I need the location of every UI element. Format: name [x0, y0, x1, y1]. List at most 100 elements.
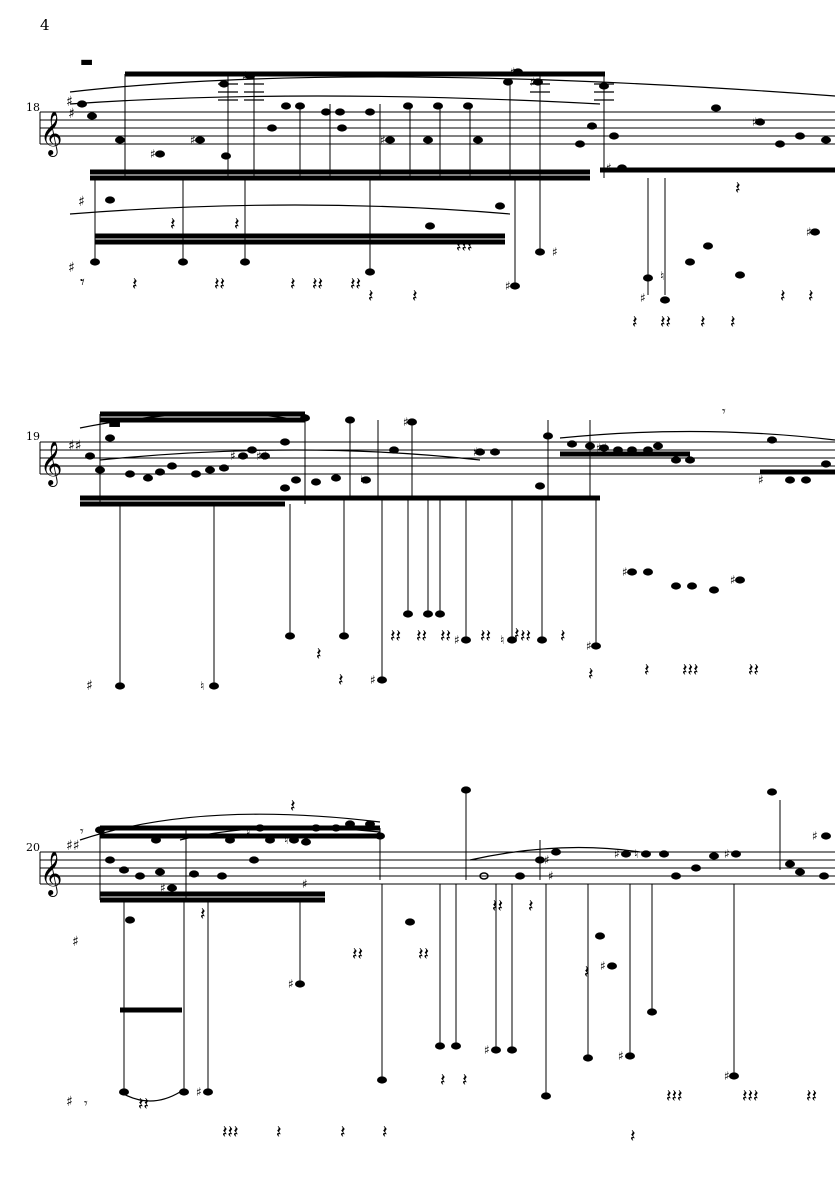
sharp-icon: ♯ — [758, 473, 764, 487]
svg-text:𝄽: 𝄽 — [234, 214, 240, 235]
svg-text:𝄽𝄽: 𝄽𝄽 — [390, 626, 401, 647]
staff-lines — [40, 441, 835, 475]
measure-number: 20 — [26, 841, 40, 854]
svg-text:𝄽: 𝄽 — [338, 670, 344, 691]
svg-text:𝄽: 𝄽 — [368, 286, 374, 307]
treble-clef-icon: 𝄞 — [40, 441, 62, 487]
svg-text:𝄽𝄽: 𝄽𝄽 — [418, 944, 429, 965]
sharp-icon: ♯ — [552, 245, 558, 259]
slur — [559, 430, 835, 441]
svg-text:𝄽: 𝄽 — [584, 962, 590, 983]
svg-text:𝄽𝄽: 𝄽𝄽 — [138, 1094, 149, 1115]
sharp-icon: ♯ — [78, 194, 85, 210]
natural-icon: ♮ — [660, 269, 664, 283]
sharp-icon: ♯ — [510, 65, 516, 79]
slur — [79, 813, 381, 841]
natural-icon: ♮ — [500, 633, 504, 647]
svg-text:𝄽𝄽: 𝄽𝄽 — [806, 1086, 817, 1107]
score-system: 𝄞 — [39, 786, 835, 1147]
svg-text:𝄽: 𝄽 — [528, 896, 534, 917]
sharp-icon: ♯ — [812, 829, 818, 843]
sharp-icon: ♯ — [302, 877, 308, 891]
slur — [69, 95, 601, 105]
key-signature-sharp-icon: ♯ — [68, 106, 75, 122]
sharp-icon: ♯ — [190, 133, 196, 147]
staff-lines — [40, 851, 835, 885]
treble-clef-icon: 𝄞 — [40, 851, 62, 897]
svg-text:𝄽𝄽: 𝄽𝄽 — [312, 274, 323, 295]
sharp-icon: ♯ — [505, 279, 511, 293]
sharp-icon: ♯♯ — [256, 449, 268, 463]
sharp-icon: ♯ — [66, 94, 73, 110]
svg-text:𝄽𝄽: 𝄽𝄽 — [416, 626, 427, 647]
sharp-icon: ♯ — [370, 673, 376, 687]
noteheads — [85, 414, 831, 492]
sharp-icon: ♯ — [806, 225, 812, 239]
svg-text:𝄽𝄽: 𝄽𝄽 — [350, 274, 361, 295]
system-measure-18: 18 𝄞 ♯ — [0, 0, 835, 360]
sharp-icon: ♯ — [606, 161, 612, 175]
accidentals: ♯♯ ♯ ♮ ♮ ♯ ♯ ♯ ♯ ♯ ♮ ♯ ♯ ♯ ♯ ♯ ♯ ♯ ♯ ♯ ♯ — [66, 825, 818, 1110]
sharp-icon: ♯ — [544, 853, 550, 867]
svg-text:𝄽: 𝄽 — [382, 1122, 388, 1143]
lower-voice — [119, 884, 739, 1100]
sharp-icon: ♯ — [786, 857, 792, 871]
svg-text:𝄽𝄽: 𝄽𝄽 — [520, 626, 531, 647]
svg-text:𝄽: 𝄽 — [560, 626, 566, 647]
svg-text:𝄽: 𝄽 — [780, 286, 786, 307]
slur — [119, 1091, 181, 1102]
sharp-icon: ♯ — [640, 291, 646, 305]
upper-voice — [124, 74, 605, 178]
svg-text:𝄽: 𝄽 — [412, 286, 418, 307]
sharp-icon: ♯ — [622, 565, 628, 579]
svg-text:𝄽: 𝄽 — [132, 274, 138, 295]
sharp-icon: ♯ — [473, 445, 479, 459]
svg-text:𝄽: 𝄽 — [340, 1122, 346, 1143]
svg-text:𝄽: 𝄽 — [644, 660, 650, 681]
rests: 𝄽 𝄽 𝄽𝄽 𝄽𝄽 𝄽𝄽 𝄽𝄽 𝄽𝄽 𝄽 𝄽 𝄽 𝄽 𝄽𝄽𝄽 𝄽𝄽 ▬ 𝄾 — [108, 404, 759, 691]
svg-text:𝄽: 𝄽 — [735, 178, 741, 199]
sharp-icon: ♯ — [66, 1094, 73, 1110]
svg-text:▬: ▬ — [80, 54, 93, 70]
svg-text:𝄾: 𝄾 — [80, 272, 85, 293]
sharp-icon: ♯ — [530, 75, 536, 89]
svg-text:𝄾: 𝄾 — [722, 404, 726, 420]
staff-lines — [40, 111, 835, 145]
sharp-icon: ♯ — [196, 1085, 202, 1099]
svg-text:𝄽𝄽: 𝄽𝄽 — [214, 274, 225, 295]
sharp-icon: ♯ — [68, 260, 75, 276]
lower-voice — [90, 178, 666, 295]
sharp-icon: ♯ — [150, 147, 156, 161]
svg-text:▬: ▬ — [108, 416, 121, 432]
lower-voice — [115, 498, 745, 690]
sharp-icon: ♯ — [484, 1043, 490, 1057]
svg-text:𝄽: 𝄽 — [514, 624, 520, 645]
sharp-icon: ♯ — [614, 847, 620, 861]
svg-text:𝄽𝄽: 𝄽𝄽 — [660, 312, 671, 333]
sharp-icon: ♯ — [288, 977, 294, 991]
slur — [69, 76, 835, 97]
svg-text:𝄽: 𝄽 — [700, 312, 706, 333]
sharp-icon: ♯ — [752, 115, 758, 129]
natural-icon: ♮ — [634, 847, 638, 861]
sharp-icon: ♯ — [160, 881, 166, 895]
svg-text:𝄽: 𝄽 — [276, 1122, 282, 1143]
svg-text:𝄽𝄽: 𝄽𝄽 — [352, 944, 363, 965]
key-signature-sharp-icon: ♯♯ — [68, 438, 82, 454]
upper-voice — [99, 414, 591, 504]
svg-text:𝄽𝄽: 𝄽𝄽 — [492, 896, 503, 917]
sharp-icon: ♯ — [454, 633, 460, 647]
slur — [99, 449, 481, 461]
noteheads — [77, 68, 831, 304]
treble-clef-icon: 𝄞 — [40, 111, 62, 157]
score-system: 𝄞 ♯ — [39, 54, 835, 333]
svg-text:𝄾: 𝄾 — [84, 1096, 88, 1112]
svg-text:𝄽: 𝄽 — [440, 1070, 446, 1091]
rests: 𝄾 𝄽 𝄽𝄽 𝄽 𝄽𝄽 𝄽𝄽 𝄽 𝄽 𝄽 𝄽 𝄽𝄽𝄽 𝄽 𝄽 𝄽 𝄽 𝄽𝄽 𝄽 … — [80, 54, 814, 333]
svg-text:𝄽: 𝄽 — [316, 644, 322, 665]
svg-text:𝄾: 𝄾 — [80, 824, 84, 840]
sharp-icon: ♯ — [724, 847, 730, 861]
svg-text:𝄽𝄽𝄽: 𝄽𝄽𝄽 — [742, 1086, 759, 1107]
svg-text:𝄽𝄽𝄽: 𝄽𝄽𝄽 — [682, 660, 699, 681]
measure-number: 18 — [26, 101, 40, 114]
